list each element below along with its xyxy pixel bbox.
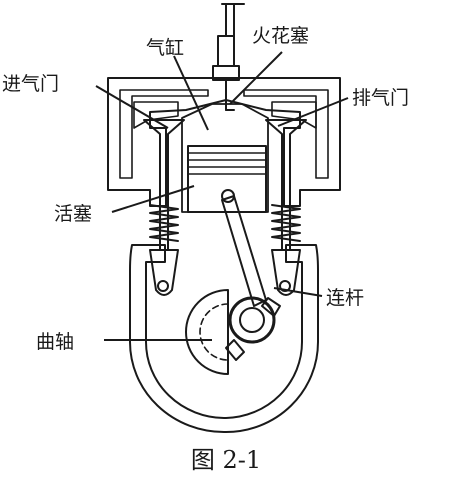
leader-exhaust-valve	[277, 97, 349, 127]
leader-intake-valve	[95, 85, 169, 129]
label-crankshaft: 曲轴	[36, 331, 74, 353]
spark-plug	[212, 3, 245, 111]
leader-spark-plug	[229, 51, 283, 105]
exhaust-valve	[265, 119, 307, 296]
label-cylinder: 气缸	[146, 37, 184, 59]
label-exhaust-valve: 排气门	[352, 87, 409, 109]
leader-cylinder	[173, 55, 209, 131]
cylinder-bore	[181, 103, 269, 213]
figure-caption: 图 2-1	[191, 446, 261, 474]
crankcase	[129, 244, 319, 433]
leader-piston	[111, 185, 195, 213]
crankshaft	[185, 289, 229, 375]
piston	[187, 145, 267, 213]
label-intake-valve: 进气门	[2, 73, 59, 95]
label-spark-plug: 火花塞	[252, 25, 309, 47]
cylinder-head	[107, 77, 341, 207]
label-piston: 活塞	[54, 203, 92, 225]
label-connecting-rod: 连杆	[326, 287, 364, 309]
leader-connecting-rod	[273, 287, 323, 297]
connecting-rod	[221, 195, 281, 361]
intake-valve	[143, 119, 185, 296]
